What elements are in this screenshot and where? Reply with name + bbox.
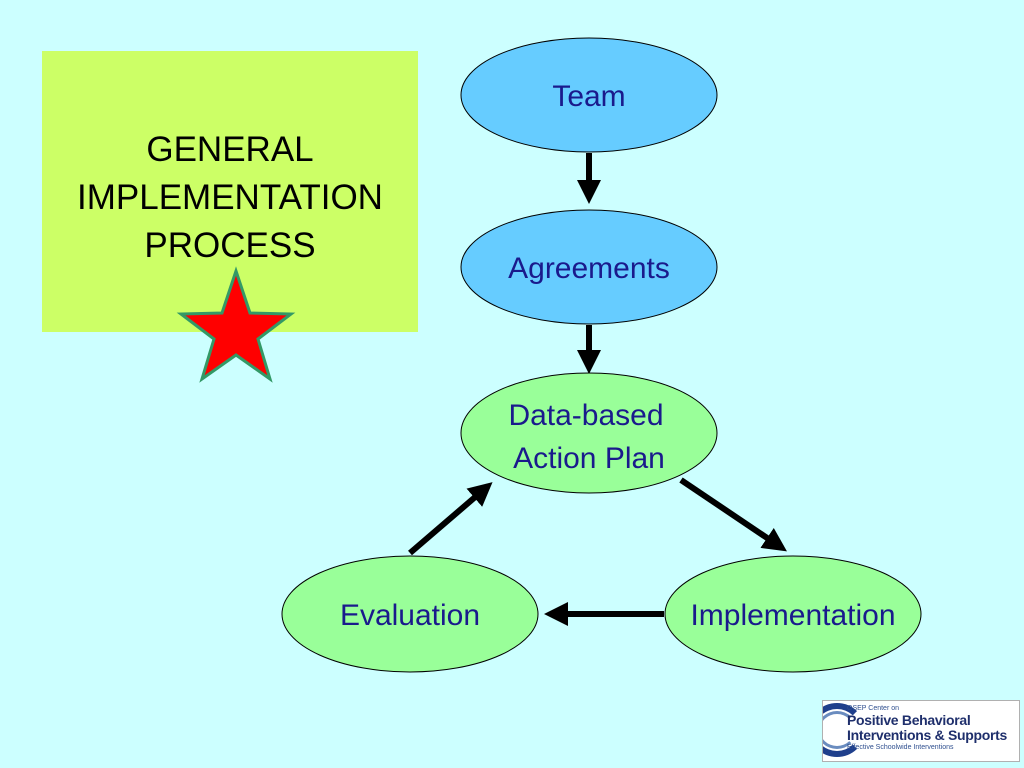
- title-line-3: PROCESS: [144, 226, 316, 265]
- logo-inner-arc-icon: [823, 711, 857, 749]
- logo-line-3: Interventions & Supports: [847, 727, 1008, 743]
- node-implementation-label: Implementation: [690, 599, 895, 632]
- star-icon: [176, 266, 296, 383]
- logo-line-1: OSEP Center on: [847, 705, 900, 712]
- logo-arc-icon: [823, 703, 865, 757]
- node-evaluation: Evaluation: [281, 555, 539, 673]
- logo-line-4: Effective Schoolwide Interventions: [847, 744, 954, 751]
- node-implementation: Implementation: [664, 555, 922, 673]
- node-agreements: Agreements: [460, 209, 718, 325]
- logo-text: OSEP Center on Positive Behavioral Inter…: [847, 705, 1007, 752]
- title-line-1: GENERAL: [146, 130, 314, 169]
- node-team: Team: [460, 37, 718, 153]
- arrow-action-plan-to-implementation: [679, 477, 787, 552]
- node-action-plan-line-2: Action Plan: [513, 442, 665, 475]
- node-action-plan: Data-based Action Plan: [460, 372, 718, 494]
- node-evaluation-label: Evaluation: [340, 599, 480, 632]
- arrow-evaluation-to-action-plan: [408, 482, 493, 556]
- pbis-logo: OSEP Center on Positive Behavioral Inter…: [822, 700, 1020, 762]
- title-line-2: IMPLEMENTATION: [77, 178, 383, 217]
- node-agreements-label: Agreements: [508, 252, 670, 285]
- node-team-label: Team: [552, 80, 625, 113]
- logo-line-2: Positive Behavioral: [847, 712, 971, 728]
- page-title: GENERAL IMPLEMENTATION PROCESS: [42, 126, 418, 270]
- node-action-plan-line-1: Data-based: [508, 399, 663, 432]
